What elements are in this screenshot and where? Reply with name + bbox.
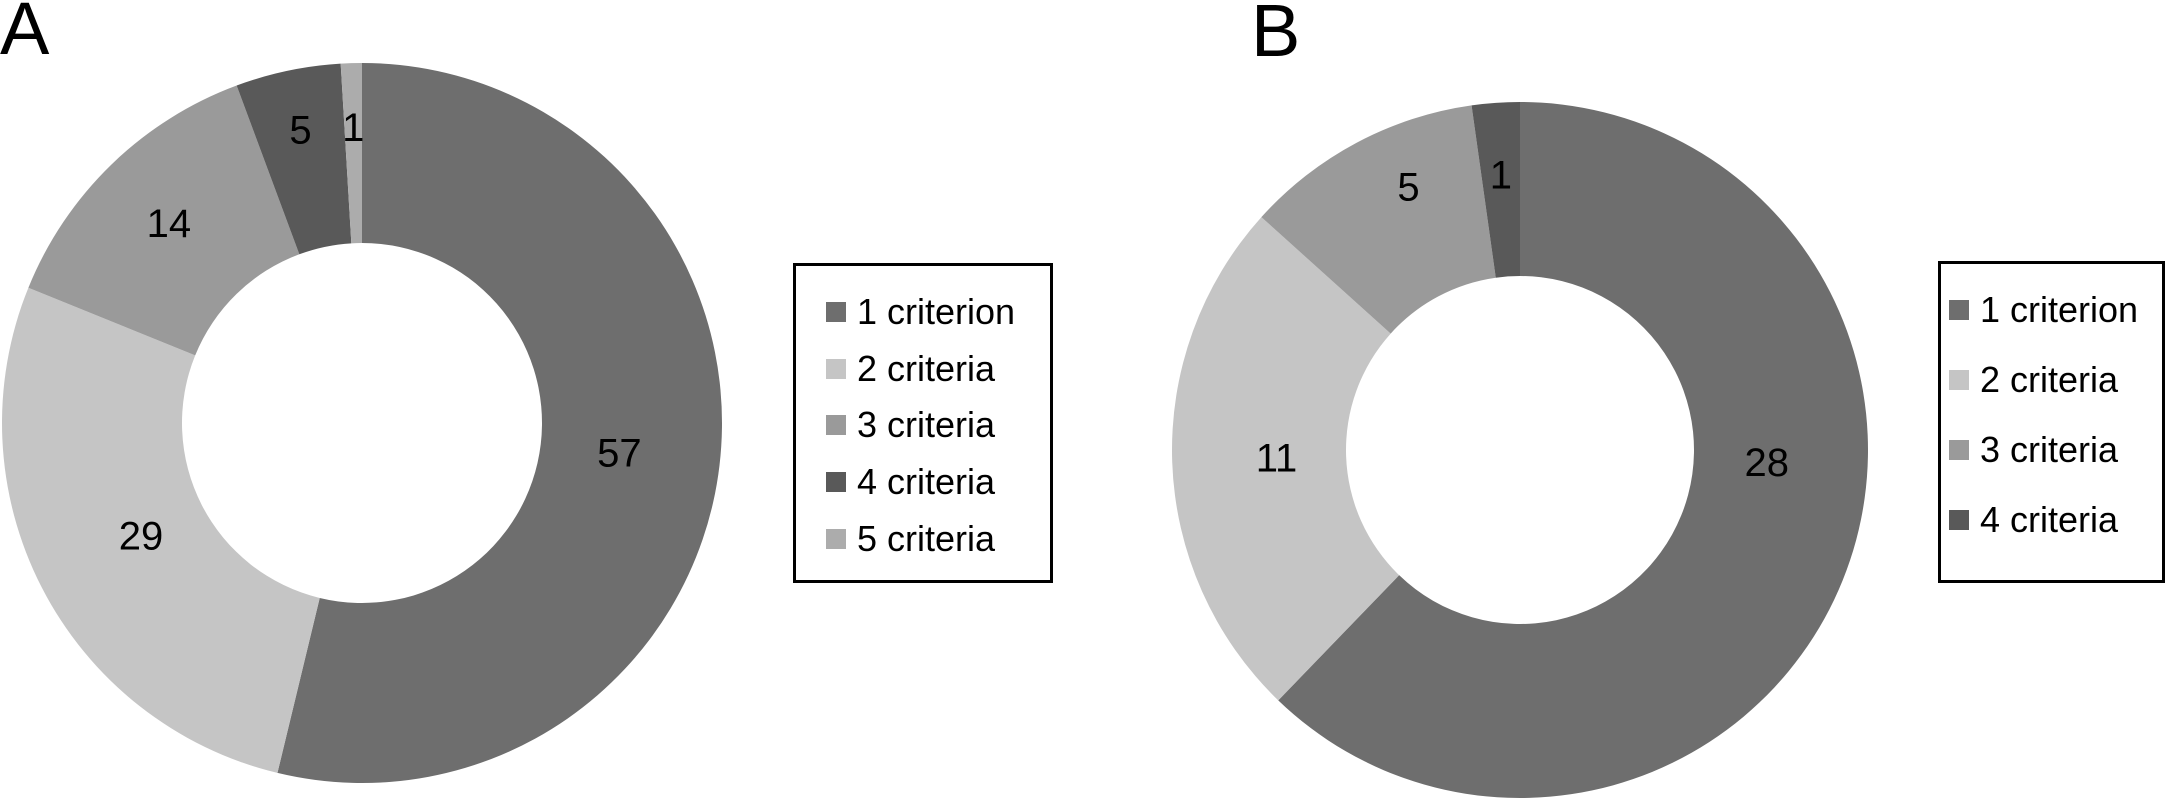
legend-item: 5 criteria [826, 510, 1050, 567]
pie-slice-4-criteria [1471, 102, 1520, 278]
legend-swatch-icon [1949, 300, 1969, 320]
legend-item-label: 2 criteria [857, 347, 996, 389]
panel-b-title: B [1251, 0, 1301, 72]
pie-slice-5-criteria [340, 63, 362, 244]
legend-item-label: 3 criteria [857, 404, 996, 446]
legend-item-label: 5 criteria [857, 517, 996, 559]
legend-swatch-icon [826, 472, 846, 493]
slice-value-label: 29 [119, 514, 164, 558]
legend-item-label: 4 criteria [1980, 499, 2119, 540]
legend-item: 4 criteria [826, 454, 1050, 511]
legend-item: 2 criteria [826, 341, 1050, 398]
legend-swatch-icon [1949, 370, 1969, 390]
pie-slice-2-criteria [1171, 217, 1400, 701]
pie-slice-3-criteria [28, 85, 300, 356]
slice-value-label: 5 [289, 109, 311, 153]
legend-swatch-icon [826, 415, 846, 436]
slice-value-label: 57 [597, 432, 642, 476]
legend-item-label: 4 criteria [857, 461, 996, 503]
legend-item: 2 criteria [1949, 345, 2162, 415]
pie-slice-3-criteria [1261, 105, 1496, 334]
pie-slice-2-criteria [1, 287, 320, 773]
slice-value-label: 11 [1256, 437, 1298, 481]
legend-swatch-icon [826, 528, 846, 549]
legend-item: 4 criteria [1949, 485, 2162, 555]
legend-a: 1 criterion 2 criteria 3 criteria 4 criteri… [793, 263, 1053, 583]
legend-item-label: 3 criteria [1980, 429, 2119, 470]
pie-slice-4-criteria [236, 63, 352, 255]
legend-item-label: 1 criterion [1980, 289, 2139, 330]
legend-b: 1 criterion 2 criteria 3 criteria 4 criteri… [1938, 261, 2165, 583]
legend-item: 3 criteria [1949, 415, 2162, 485]
pie-slice-1-criterion [1278, 102, 1869, 798]
legend-item-label: 2 criteria [1980, 359, 2119, 400]
legend-item: 1 criterion [826, 284, 1050, 341]
slice-value-label: 14 [147, 202, 192, 246]
legend-swatch-icon [826, 358, 846, 379]
legend-item-label: 1 criterion [857, 291, 1016, 333]
legend-swatch-icon [1949, 510, 1969, 530]
slice-value-label: 28 [1744, 441, 1789, 485]
slice-value-label: 5 [1397, 165, 1419, 209]
slice-value-label: 1 [1490, 154, 1512, 198]
legend-item: 1 criterion [1949, 275, 2162, 345]
panel-a-title: A [0, 0, 50, 70]
pie-slice-1-criterion [277, 63, 722, 783]
legend-item: 3 criteria [826, 397, 1050, 454]
legend-swatch-icon [826, 302, 846, 323]
legend-swatch-icon [1949, 440, 1969, 460]
slice-value-label: 1 [342, 106, 364, 150]
